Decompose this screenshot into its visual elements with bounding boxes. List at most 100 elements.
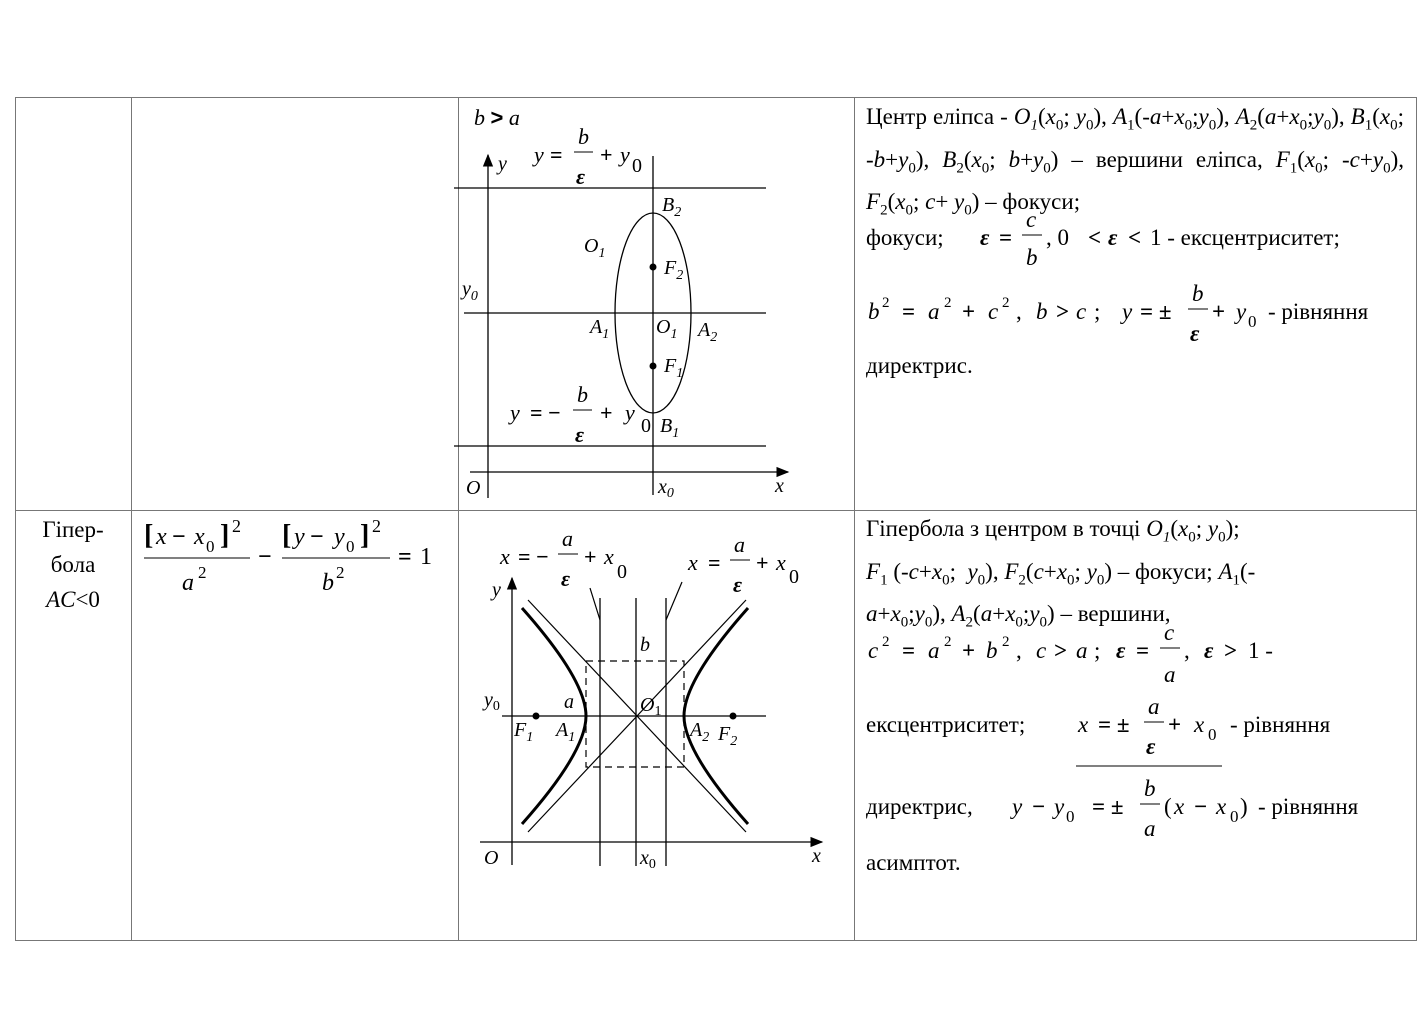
svg-text:0: 0 bbox=[641, 415, 651, 437]
svg-text:, 0: , 0 bbox=[1046, 225, 1069, 250]
svg-text:<: < bbox=[1128, 225, 1141, 250]
svg-text:+: + bbox=[962, 638, 975, 663]
svg-text:x: x bbox=[603, 544, 614, 569]
row-divider bbox=[15, 510, 1417, 511]
svg-text:x: x bbox=[193, 524, 205, 550]
svg-text:b: b bbox=[986, 638, 998, 663]
svg-text:0: 0 bbox=[346, 537, 355, 556]
svg-text:y: y bbox=[1120, 299, 1133, 324]
svg-text:+: + bbox=[600, 142, 613, 167]
svg-text:0: 0 bbox=[789, 566, 799, 588]
ellipse-ecc-line: фокуси; ε = c b , 0 < ε < 1 - ексцентрис… bbox=[866, 207, 1369, 346]
table-border-top bbox=[15, 97, 1417, 98]
table-border-bottom bbox=[15, 940, 1417, 941]
svg-text:;: ; bbox=[1094, 299, 1100, 324]
name-line-1: Гіпер- bbox=[42, 517, 104, 542]
svg-text:F2: F2 bbox=[663, 257, 683, 283]
bottom-directrix-label: y = − b ε + y 0 bbox=[508, 382, 651, 447]
svg-text:a: a bbox=[564, 691, 574, 713]
hyperbola-diagram: x = − a ε + x0 x = a ε + x0 y x O x0 b y… bbox=[480, 526, 824, 870]
svg-text:2: 2 bbox=[944, 295, 952, 311]
svg-text:0: 0 bbox=[1208, 725, 1217, 744]
svg-text:+: + bbox=[600, 400, 613, 425]
svg-text:c: c bbox=[1026, 207, 1036, 232]
svg-text:y: y bbox=[1234, 299, 1247, 324]
svg-text:0: 0 bbox=[632, 155, 642, 177]
svg-text:−: − bbox=[172, 524, 186, 550]
svg-text:x: x bbox=[1077, 712, 1089, 737]
svg-text:= ±: = ± bbox=[1140, 299, 1171, 324]
svg-text:=: = bbox=[398, 544, 412, 570]
svg-text:]: ] bbox=[360, 520, 369, 551]
svg-text:b: b bbox=[1036, 299, 1048, 324]
svg-text:=: = bbox=[708, 550, 721, 575]
svg-text:+: + bbox=[962, 299, 975, 324]
svg-text:1: 1 bbox=[420, 544, 432, 570]
svg-text:ексцентриситет;: ексцентриситет; bbox=[866, 712, 1025, 737]
svg-text:x: x bbox=[1193, 712, 1205, 737]
svg-text:=: = bbox=[902, 299, 915, 324]
svg-text:директрис,: директрис, bbox=[866, 794, 973, 819]
svg-text:+: + bbox=[584, 544, 597, 569]
svg-text:): ) bbox=[1240, 794, 1248, 819]
svg-text:[: [ bbox=[144, 520, 153, 551]
svg-text:ε: ε bbox=[733, 572, 742, 597]
svg-text:x0: x0 bbox=[657, 476, 674, 501]
svg-text:b: b bbox=[868, 299, 880, 324]
svg-text:;: ; bbox=[1094, 638, 1100, 663]
top-directrix-label: y = b ε + y 0 bbox=[532, 124, 642, 189]
svg-text:y: y bbox=[292, 524, 305, 550]
svg-text:2: 2 bbox=[882, 634, 890, 650]
svg-text:+: + bbox=[756, 550, 769, 575]
svg-text:x0: x0 bbox=[639, 847, 656, 870]
name-line-3: AC<0 bbox=[46, 587, 100, 612]
svg-text:x: x bbox=[1173, 794, 1185, 819]
ellipse-diagram: b > a y = b ε + y 0 y x O B2 O1 F2 y0 A1… bbox=[454, 105, 790, 501]
svg-text:]: ] bbox=[220, 520, 229, 551]
svg-text:b: b bbox=[640, 634, 650, 656]
table-border-left bbox=[15, 97, 16, 941]
column-divider-2 bbox=[458, 97, 459, 941]
svg-text:x: x bbox=[775, 550, 786, 575]
svg-text:(: ( bbox=[1164, 794, 1172, 819]
svg-text:b: b bbox=[322, 570, 334, 596]
svg-text:x: x bbox=[155, 524, 167, 550]
svg-text:O: O bbox=[466, 477, 480, 499]
svg-text:ε: ε bbox=[575, 422, 584, 447]
svg-text:2: 2 bbox=[198, 563, 207, 582]
svg-text:0: 0 bbox=[617, 561, 627, 583]
svg-text:y: y bbox=[508, 400, 520, 425]
svg-text:- рівняння: - рівняння bbox=[1268, 299, 1369, 324]
svg-text:=: = bbox=[999, 225, 1012, 250]
svg-text:ε: ε bbox=[980, 225, 990, 250]
hyperbola-desc-end: асимптот. bbox=[866, 850, 961, 875]
svg-text:a: a bbox=[182, 570, 194, 596]
svg-text:O1: O1 bbox=[656, 316, 677, 342]
svg-text:c: c bbox=[1036, 638, 1046, 663]
svg-text:1 - ексцентриситет;: 1 - ексцентриситет; bbox=[1150, 225, 1340, 250]
svg-text:>: > bbox=[1054, 638, 1067, 663]
svg-text:x: x bbox=[687, 550, 698, 575]
svg-text:−: − bbox=[310, 524, 324, 550]
svg-text:c: c bbox=[1076, 299, 1086, 324]
svg-text:2: 2 bbox=[944, 634, 952, 650]
svg-text:A2: A2 bbox=[696, 319, 717, 345]
svg-text:ε: ε bbox=[1190, 321, 1200, 346]
svg-text:ε: ε bbox=[576, 164, 585, 189]
table-border-right bbox=[1416, 97, 1417, 941]
svg-text:+: + bbox=[1212, 299, 1225, 324]
svg-text:O1: O1 bbox=[584, 235, 605, 261]
svg-text:F2: F2 bbox=[717, 723, 737, 749]
svg-text:−: − bbox=[1194, 794, 1207, 819]
ellipse-condition: b > a bbox=[474, 105, 520, 130]
svg-text:y: y bbox=[618, 142, 630, 167]
svg-text:a: a bbox=[1148, 694, 1160, 719]
svg-text:2: 2 bbox=[1002, 295, 1010, 311]
svg-text:O1: O1 bbox=[640, 694, 661, 719]
svg-text:2: 2 bbox=[372, 516, 381, 536]
svg-text:= −: = − bbox=[530, 400, 561, 425]
svg-text:= ±: = ± bbox=[1098, 712, 1129, 737]
svg-text:c: c bbox=[1164, 620, 1174, 645]
